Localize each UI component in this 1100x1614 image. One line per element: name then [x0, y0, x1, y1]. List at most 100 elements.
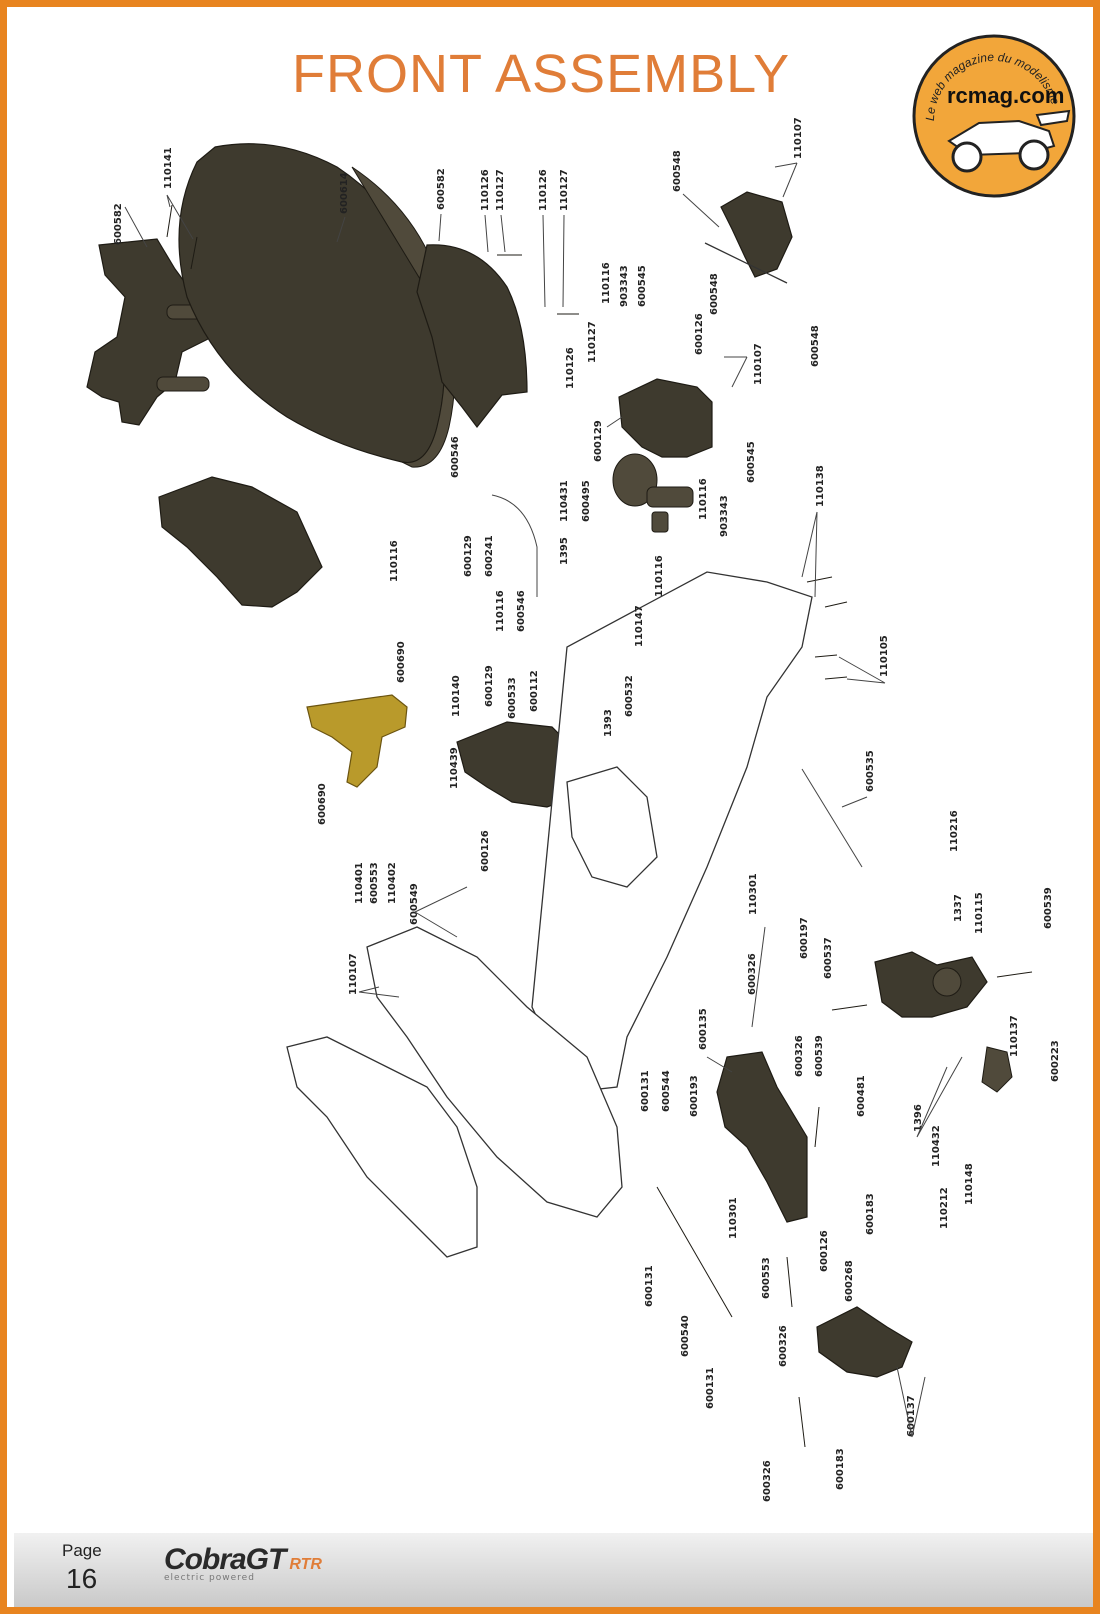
part-label: 110212 [939, 1187, 950, 1229]
part-label: 600126 [819, 1230, 830, 1272]
part-label: 110126 [565, 347, 576, 389]
part-label: 600582 [113, 203, 124, 245]
part-label: 110107 [753, 343, 764, 385]
arm-plate-drawing [704, 242, 788, 284]
leader-line [336, 216, 346, 243]
shock-tower-drawing[interactable] [306, 694, 408, 788]
part-label: 600546 [450, 436, 461, 478]
part-label: 600690 [317, 783, 328, 825]
diff-gear-drawing [612, 453, 658, 507]
leader-line [801, 511, 818, 598]
part-label: 110439 [449, 747, 460, 789]
leader-line [358, 986, 400, 998]
steering-knuckle-drawing [874, 951, 988, 1018]
part-label: 600183 [865, 1193, 876, 1235]
part-label: 600614 [339, 172, 350, 214]
screw-drawing [814, 1106, 820, 1148]
part-label: 600533 [507, 677, 518, 719]
leader-line [438, 213, 442, 242]
diff-housing-drawing [646, 486, 694, 508]
part-label: 110148 [964, 1163, 975, 1205]
part-label: 110105 [879, 635, 890, 677]
part-label: 600539 [814, 1035, 825, 1077]
part-label: 110127 [495, 169, 506, 211]
front-bumper-drawing [178, 143, 446, 464]
leader-line [838, 656, 886, 684]
screw-drawing [786, 1256, 793, 1308]
part-label: 600532 [624, 675, 635, 717]
part-label: 600544 [661, 1070, 672, 1112]
driveshaft-drawing [801, 768, 863, 868]
leader-line [682, 193, 720, 228]
part-label: 110216 [949, 810, 960, 852]
upper-arm-holder-drawing [720, 191, 793, 278]
leader-line [484, 214, 506, 253]
part-label: 110126 [538, 169, 549, 211]
part-label: 600546 [516, 590, 527, 632]
part-label: 110116 [601, 262, 612, 304]
part-label: 600326 [762, 1460, 773, 1502]
buggy-icon [947, 109, 1071, 173]
part-label: 110141 [163, 147, 174, 189]
part-label: 600539 [1043, 887, 1054, 929]
rcmag-logo: Le web magazine du modelisme rcmag.com [912, 34, 1076, 198]
brand-name: CobraGT [164, 1543, 286, 1576]
left-suspension-drawing [158, 476, 323, 608]
part-label: 600548 [672, 150, 683, 192]
part-label: 110107 [348, 953, 359, 995]
part-label: 110137 [1009, 1015, 1020, 1057]
part-label: 600553 [369, 862, 380, 904]
hinge-pin-drawing [831, 1004, 868, 1011]
motor-mount-drawing [566, 766, 658, 888]
part-label: 600131 [705, 1367, 716, 1409]
leader-line [916, 1056, 963, 1138]
leader-line [124, 206, 148, 248]
part-label: 110401 [354, 862, 365, 904]
part-label: 903343 [619, 265, 630, 307]
page-number: 16 [66, 1563, 98, 1594]
screw-drawing [824, 601, 848, 608]
part-label: 600268 [844, 1260, 855, 1302]
part-label: 110138 [815, 465, 826, 507]
part-number-labels: 600582 110141 600614 600582 110126 11012… [113, 117, 1061, 1502]
part-label: 600495 [581, 480, 592, 522]
part-label: 1393 [603, 709, 614, 737]
part-label: 110107 [793, 117, 804, 159]
leader-line [606, 416, 623, 428]
part-label: 110116 [698, 478, 709, 520]
part-label: 110301 [748, 873, 759, 915]
part-label: 110127 [587, 321, 598, 363]
part-label: 110115 [974, 892, 985, 934]
part-label: 600326 [778, 1325, 789, 1367]
part-label: 600537 [823, 937, 834, 979]
part-label: 600129 [484, 665, 495, 707]
screw-drawing [806, 576, 833, 583]
c-hub-drawing [816, 1306, 913, 1378]
part-label: 110140 [451, 675, 462, 717]
part-label: 600131 [640, 1070, 651, 1112]
leader-lines [124, 162, 963, 1438]
part-label: 600549 [409, 883, 420, 925]
part-label: 600540 [680, 1315, 691, 1357]
part-label: 600326 [747, 953, 758, 995]
page-title: FRONT ASSEMBLY [292, 44, 791, 104]
part-label: 600135 [698, 1008, 709, 1050]
part-label: 1337 [953, 894, 964, 922]
part-label: 600197 [799, 917, 810, 959]
leader-line [542, 214, 565, 308]
part-label: 600548 [810, 325, 821, 367]
part-label: 600129 [463, 535, 474, 577]
part-label: 600548 [709, 273, 720, 315]
part-label: 110127 [559, 169, 570, 211]
pin-drawing [751, 926, 766, 1028]
part-label: 600326 [794, 1035, 805, 1077]
exploded-diagram: 600582 110141 600614 600582 110126 11012… [86, 117, 1061, 1502]
bulkhead-top-drawing [618, 378, 713, 458]
part-label: 600690 [396, 641, 407, 683]
part-label: 600223 [1050, 1040, 1061, 1082]
part-label: 110432 [931, 1125, 942, 1167]
part-label: 600535 [865, 750, 876, 792]
part-label: 600553 [761, 1257, 772, 1299]
